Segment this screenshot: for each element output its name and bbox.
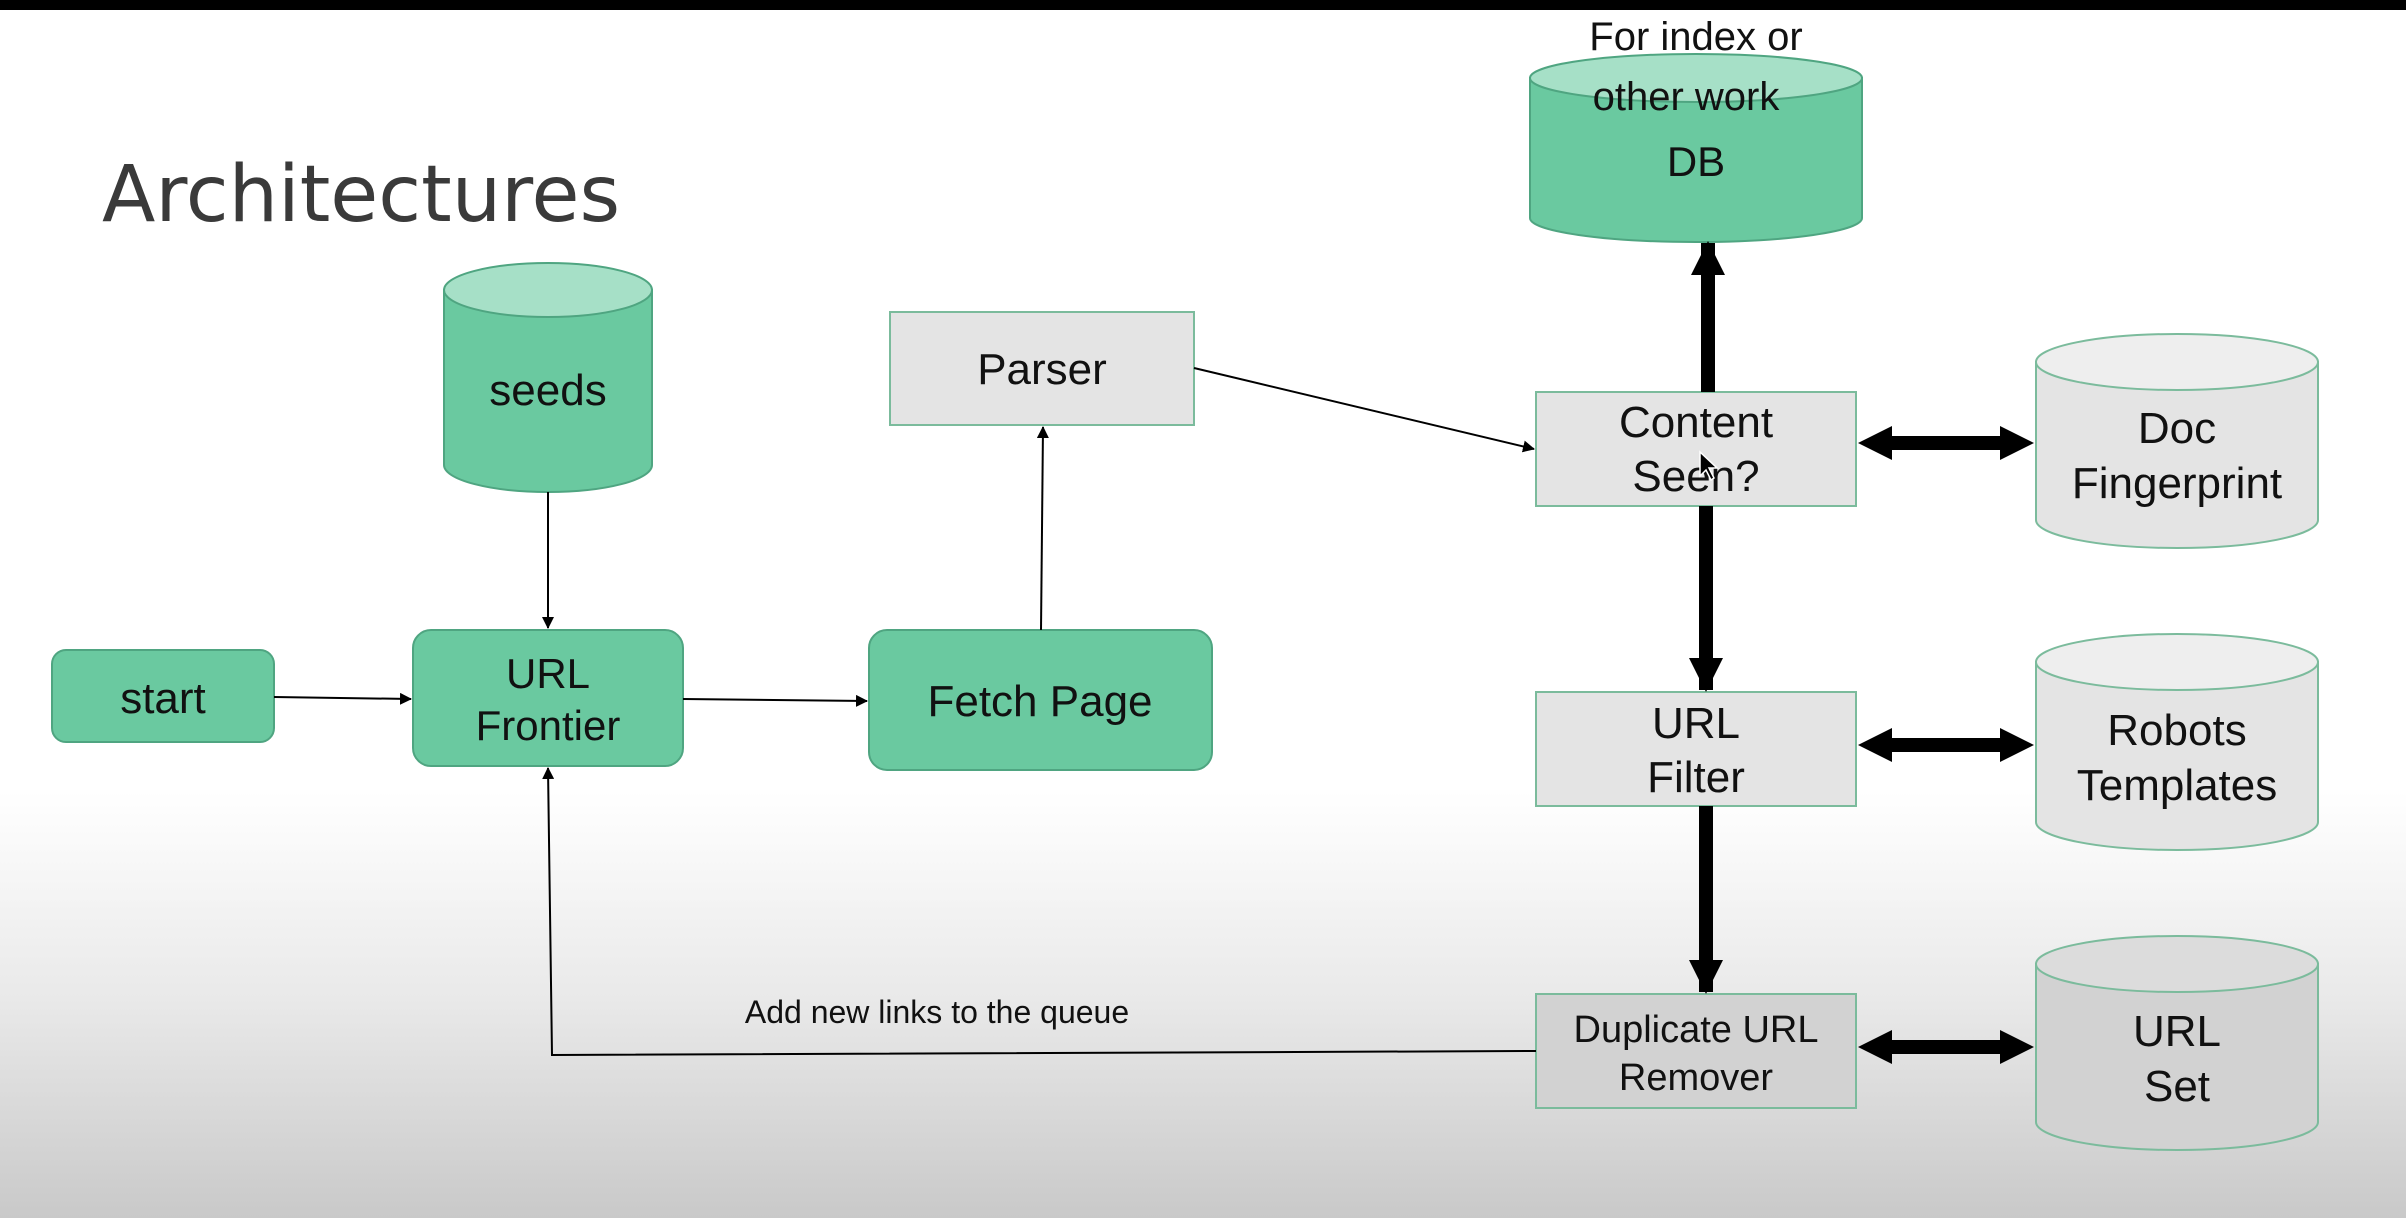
db-note-line-1: For index or (1589, 15, 1802, 59)
edge-url-filter-robots (1858, 728, 2034, 762)
doc-fingerprint-cylinder: Doc Fingerprint (2035, 333, 2319, 549)
url-filter-label-2: Filter (1647, 753, 1745, 802)
url-filter-label-1: URL (1652, 699, 1740, 748)
seeds-label: seeds (489, 366, 606, 415)
content-seen-node: Content Seen? (1535, 391, 1857, 507)
duplicate-url-remover-node: Duplicate URL Remover (1535, 993, 1857, 1109)
seeds-cylinder: seeds (443, 262, 653, 493)
start-label: start (120, 674, 206, 723)
robots-templates-label-1: Robots (2107, 706, 2246, 755)
mouse-cursor-icon (1699, 450, 1719, 482)
content-seen-label-2: Seen? (1632, 452, 1759, 501)
fetch-page-label: Fetch Page (927, 677, 1152, 726)
robots-templates-label-2: Templates (2077, 761, 2278, 810)
db-cylinder: For index or other work DB (1529, 15, 1863, 243)
top-bar (0, 0, 2406, 10)
page-title: Architectures (102, 150, 621, 240)
url-filter-node: URL Filter (1535, 691, 1857, 807)
edge-fetch-to-parser (1036, 426, 1049, 631)
edge-start-to-frontier (273, 692, 412, 705)
doc-fingerprint-label-2: Fingerprint (2072, 459, 2282, 508)
edge-remover-to-frontier (542, 767, 1537, 1057)
url-set-cylinder: URL Set (2035, 935, 2319, 1151)
url-frontier-label-2: Frontier (476, 702, 621, 749)
url-frontier-label-1: URL (506, 650, 590, 697)
db-label: DB (1667, 138, 1725, 185)
feedback-edge-label: Add new links to the queue (745, 994, 1129, 1030)
duplicate-url-remover-label-2: Remover (1619, 1057, 1773, 1099)
duplicate-url-remover-label-1: Duplicate URL (1574, 1009, 1819, 1051)
db-note-line-2: other work (1593, 75, 1781, 119)
fetch-page-node: Fetch Page (868, 629, 1213, 771)
edge-content-seen-fingerprint (1858, 426, 2034, 460)
doc-fingerprint-label-1: Doc (2138, 404, 2216, 453)
robots-templates-cylinder: Robots Templates (2035, 633, 2319, 851)
url-set-label-1: URL (2133, 1007, 2221, 1056)
parser-label: Parser (977, 345, 1107, 394)
edge-parser-to-content-seen (1193, 367, 1535, 453)
content-seen-label-1: Content (1619, 398, 1773, 447)
edge-remover-url-set (1858, 1030, 2034, 1064)
url-frontier-node: URL Frontier (412, 629, 684, 767)
url-set-label-2: Set (2144, 1062, 2210, 1111)
parser-node: Parser (889, 311, 1195, 426)
edge-frontier-to-fetch (682, 694, 868, 707)
start-node: start (51, 649, 275, 743)
